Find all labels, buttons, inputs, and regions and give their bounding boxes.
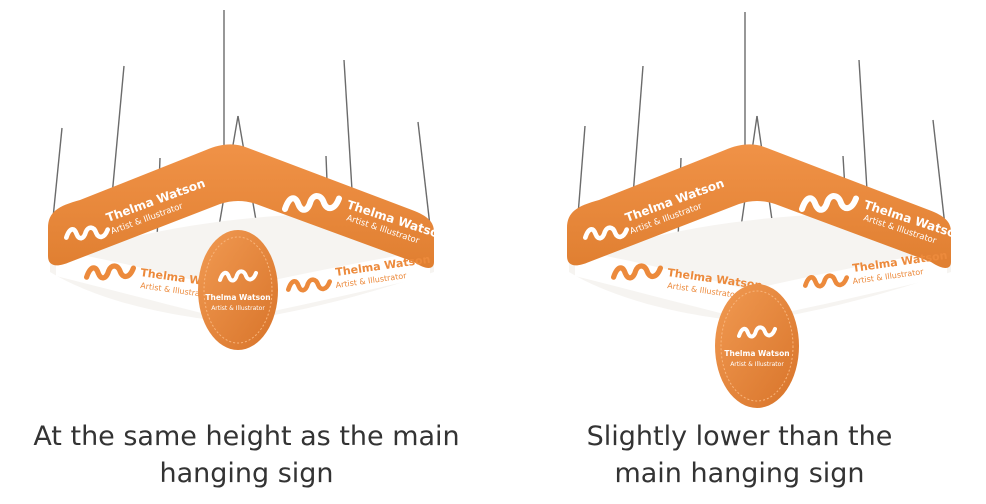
caption-line-1: At the same height as the main xyxy=(33,421,460,452)
caption-line-2: main hanging sign xyxy=(614,458,865,489)
hanging-sign-illustration: Thelma Watson Artist & Illustrator Thelm… xyxy=(48,10,449,350)
panel-same-height: Thelma Watson Artist & Illustrator Thelm… xyxy=(0,10,493,492)
svg-text:Artist & Illustrator: Artist & Illustrator xyxy=(211,305,265,312)
caption-same-height: At the same height as the main hanging s… xyxy=(0,418,493,492)
svg-text:Artist & Illustrator: Artist & Illustrator xyxy=(730,361,784,368)
caption-line-1: Slightly lower than the xyxy=(586,421,893,452)
round-hanging-sign: Thelma Watson Artist & Illustrator xyxy=(715,284,799,408)
svg-text:Thelma Watson: Thelma Watson xyxy=(205,293,270,302)
caption-lower: Slightly lower than the main hanging sig… xyxy=(493,418,986,492)
hanging-sign-illustration: Thelma Watson Artist & Illustrator Thelm… xyxy=(567,12,966,408)
svg-text:Thelma Watson: Thelma Watson xyxy=(724,349,789,358)
panel-lower: Thelma Watson Artist & Illustrator Thelm… xyxy=(493,0,986,504)
round-hanging-sign: Thelma Watson Artist & Illustrator xyxy=(198,230,278,350)
caption-line-2: hanging sign xyxy=(159,458,334,489)
